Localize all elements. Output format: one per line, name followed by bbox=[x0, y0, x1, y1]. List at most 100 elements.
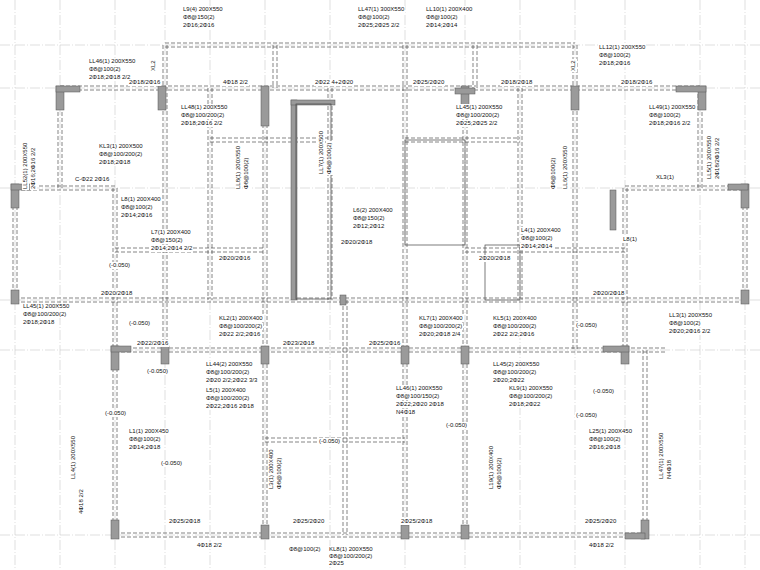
beam-label: 2Φ25 bbox=[328, 560, 345, 567]
beam-label: Φ8@100(2) bbox=[425, 14, 459, 21]
beam-label: L1(1) 200X450 bbox=[128, 428, 170, 435]
beam-line bbox=[477, 45, 478, 88]
beam-label: LL46(1) 200X550 bbox=[395, 385, 443, 392]
beam-label: Φ8@100(2) bbox=[120, 204, 154, 211]
beam-label: Φ8@100/200(2) bbox=[418, 323, 463, 330]
beam-line bbox=[277, 45, 278, 88]
beam-label: (-0.050) bbox=[108, 262, 131, 269]
beam-line bbox=[647, 350, 648, 535]
beam-label: (-0.050) bbox=[445, 422, 468, 429]
beam-label: L7(1) 200X400 bbox=[150, 229, 192, 236]
beam-label: 2Φ22;2Φ20 2Φ18 bbox=[395, 401, 445, 408]
beam-label: 2Φ12;2Φ12 bbox=[352, 223, 385, 230]
beam-label: Φ8@100(2) bbox=[326, 141, 333, 175]
beam-line bbox=[347, 300, 348, 535]
beam-label: L19(1) 200X400 bbox=[488, 445, 495, 490]
beam-label: 2Φ20/2Φ16 bbox=[218, 255, 251, 262]
beam-line bbox=[473, 45, 474, 88]
beam-label: 2Φ20/2Φ18 bbox=[340, 239, 373, 246]
beam-label: 2Φ14;2Φ14 bbox=[425, 22, 458, 29]
beam-line bbox=[263, 88, 264, 535]
beam-line bbox=[625, 190, 745, 191]
beam-label: XL2 bbox=[570, 59, 577, 72]
beam-label: (-0.050) bbox=[318, 438, 341, 445]
beam-line bbox=[463, 88, 464, 535]
beam-label: Φ8@100(2) bbox=[550, 156, 557, 190]
beam-line bbox=[115, 348, 665, 349]
beam-label: 4Φ18 2/2 bbox=[78, 488, 85, 515]
core-outline bbox=[485, 245, 520, 300]
beam-label: 2Φ18;2Φ18 bbox=[22, 319, 55, 326]
beam-label: 2Φ25/2Φ20 bbox=[584, 518, 617, 525]
wall-segment bbox=[161, 346, 169, 364]
beam-label: 2Φ18;2Φ16 2/2 bbox=[180, 120, 223, 127]
beam-line bbox=[403, 45, 404, 535]
beam-label: 2Φ14;2Φ16 bbox=[120, 212, 153, 219]
beam-label: 2Φ20;2Φ22 bbox=[492, 377, 525, 384]
beam-label: 2Φ18/2Φ16 bbox=[620, 79, 653, 86]
beam-line bbox=[15, 302, 745, 303]
beam-line bbox=[115, 537, 645, 538]
beam-label: Φ8@100(2) bbox=[288, 546, 322, 553]
core-outline bbox=[296, 104, 331, 299]
wall-segment bbox=[401, 525, 409, 539]
axis-line bbox=[0, 88, 760, 89]
beam-label: 2Φ22;2Φ16 2Φ18 bbox=[205, 403, 255, 410]
beam-label: 2Φ16;2Φ18 bbox=[588, 444, 621, 451]
wall-segment bbox=[571, 86, 579, 110]
core-outline bbox=[405, 140, 465, 245]
beam-label: KL8(1) 200X550 bbox=[328, 546, 374, 553]
wall-segment bbox=[56, 86, 80, 92]
beam-line bbox=[15, 298, 745, 299]
beam-line bbox=[405, 138, 520, 139]
beam-label: Φ8@150(2) bbox=[150, 237, 184, 244]
beam-label: 2Φ20;2Φ16 2/2 bbox=[668, 328, 711, 335]
beam-label: 2Φ18;2Φ18 2/2 bbox=[88, 74, 131, 81]
beam-label: Φ8@100(2) bbox=[648, 112, 682, 119]
beam-line bbox=[518, 88, 519, 300]
beam-label: LL45(1) 200X550 bbox=[455, 104, 503, 111]
beam-label: 2Φ25;2Φ25 2/2 bbox=[357, 22, 400, 29]
beam-label: Φ8@100(2) bbox=[128, 436, 162, 443]
beam-label: Φ8@100(2) bbox=[88, 66, 122, 73]
beam-line bbox=[343, 300, 344, 535]
wall-segment bbox=[610, 190, 616, 230]
wall-segment bbox=[11, 290, 19, 304]
beam-label: N4Φ18 bbox=[395, 409, 416, 416]
beam-label: L8(1) 200X400 bbox=[120, 196, 162, 203]
beam-label: Φ8@100(2) bbox=[276, 456, 283, 490]
beam-label: L5(1) 200X400 bbox=[205, 387, 247, 394]
axis-line bbox=[210, 0, 211, 570]
beam-label: 2Φ22 4+2Φ20 bbox=[314, 79, 354, 86]
beam-label: L8(1) bbox=[622, 236, 638, 243]
walls bbox=[11, 86, 749, 539]
beam-line bbox=[115, 352, 665, 353]
axis-line bbox=[0, 188, 760, 189]
beam-label: Φ8@100(2) bbox=[496, 456, 503, 490]
beam-label: Φ8@100/200(2) bbox=[180, 112, 225, 119]
beam-label: Φ8@150(2) bbox=[352, 215, 386, 222]
beam-label: 2Φ14;2Φ14 2/2 bbox=[150, 245, 193, 252]
beam-label: 2Φ23/2Φ18 bbox=[282, 340, 315, 347]
beam-label: 2Φ16;2Φ16 bbox=[182, 22, 215, 29]
axis-line bbox=[265, 0, 266, 570]
beam-line bbox=[60, 90, 700, 91]
wall-segment bbox=[676, 86, 706, 92]
beam-line bbox=[165, 47, 575, 48]
beam-label: Φ8@100/200(2) bbox=[508, 393, 553, 400]
beam-label: 2Φ14;2Φ18 bbox=[128, 444, 161, 451]
beam-label: LL45(1) 200X550 bbox=[22, 303, 70, 310]
axis-line bbox=[465, 0, 466, 570]
beam-label: (-0.050) bbox=[575, 322, 598, 329]
beam-label: LL48(1) 200X550 bbox=[180, 104, 228, 111]
beam-label: 2Φ18/2Φ18 bbox=[500, 79, 533, 86]
beam-label: 2Φ18/2Φ16 2/2 bbox=[714, 137, 721, 180]
wall-segment bbox=[741, 290, 749, 304]
beam-label: 2Φ20;2Φ18 2/4 bbox=[418, 331, 461, 338]
beam-label: 2Φ20/2Φ18 bbox=[478, 255, 511, 262]
axis-line bbox=[405, 0, 406, 570]
beam-label: LL47(1) 300X550 bbox=[357, 6, 405, 13]
beam-line bbox=[625, 186, 745, 187]
beam-label: Φ8@100/200(2) bbox=[205, 369, 250, 376]
